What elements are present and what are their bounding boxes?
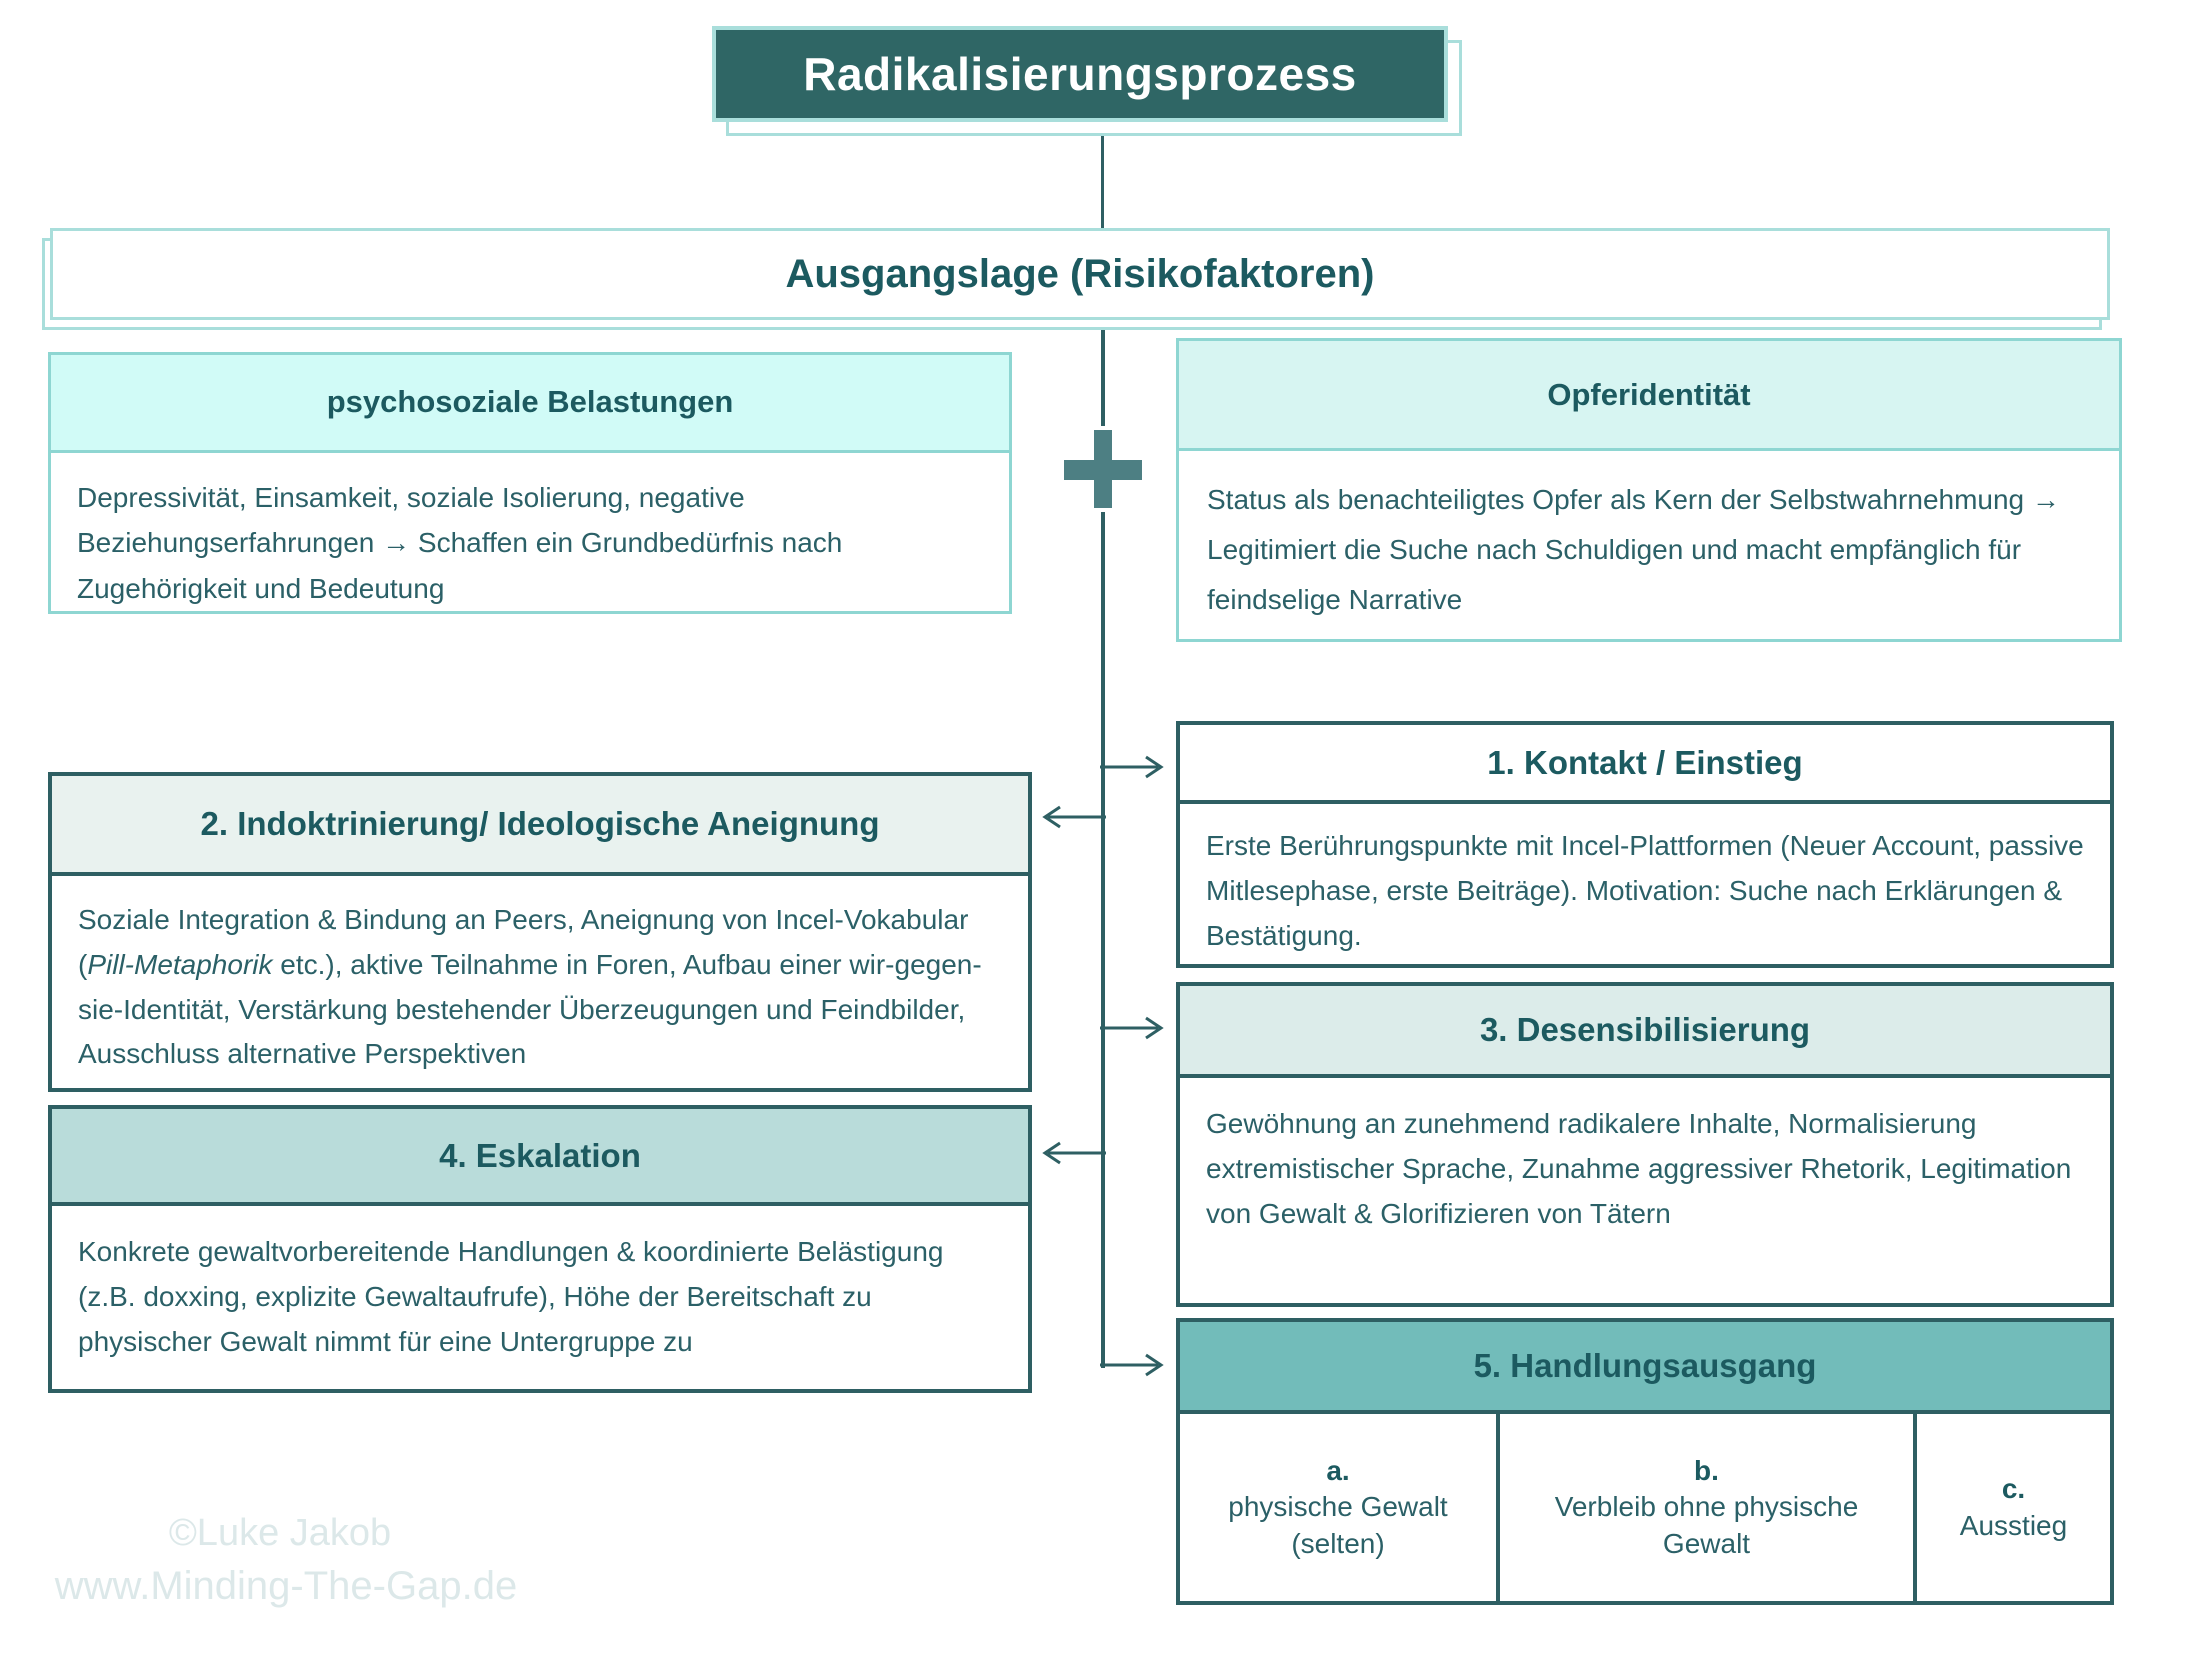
outcome-a-label: a.: [1326, 1454, 1350, 1486]
stage-box-eskalation: 4. Eskalation Konkrete gewaltvorbereiten…: [48, 1105, 1032, 1393]
ausgangslage-label: Ausgangslage (Risikofaktoren): [785, 251, 1375, 296]
risk-victim-identity-title: Opferidentität: [1179, 341, 2119, 451]
stage5-title: 5. Handlungsausgang: [1180, 1322, 2110, 1414]
arrow-left-stage2-icon: [1042, 805, 1106, 829]
stage1-title: 1. Kontakt / Einstieg: [1180, 725, 2110, 804]
risk-victim-identity-body: Status als benachteiligtes Opfer als Ker…: [1179, 451, 2119, 639]
stage2-body: Soziale Integration & Bindung an Peers, …: [52, 876, 1028, 1088]
stage3-body: Gewöhnung an zunehmend radikalere Inhalt…: [1180, 1078, 2110, 1303]
stage-box-kontakt-einstieg: 1. Kontakt / Einstieg Erste Berührungspu…: [1176, 721, 2114, 968]
outcome-cell-a: a. physische Gewalt (selten): [1180, 1414, 1496, 1601]
risk-box-psychosocial: psychosoziale Belastungen Depressivität,…: [48, 352, 1012, 614]
arrow-right-stage1-icon: [1100, 755, 1164, 779]
risk-box-victim-identity: Opferidentität Status als benachteiligte…: [1176, 338, 2122, 642]
watermark-url: www.Minding-The-Gap.de: [54, 1564, 518, 1608]
title-box: Radikalisierungsprozess: [712, 26, 1448, 122]
outcome-cell-b: b. Verbleib ohne physische Gewalt: [1496, 1414, 1913, 1601]
stage1-body: Erste Berührungspunkte mit Incel-Plattfo…: [1180, 804, 2110, 964]
stage-box-desensibilisierung: 3. Desensibilisierung Gewöhnung an zuneh…: [1176, 982, 2114, 1307]
outcome-b-label: b.: [1694, 1454, 1719, 1486]
stage5-outcomes-row: a. physische Gewalt (selten) b. Verbleib…: [1180, 1414, 2110, 1601]
outcome-c-label: c.: [2001, 1473, 2026, 1505]
stage2-title: 2. Indoktrinierung/ Ideologische Aneignu…: [52, 776, 1028, 876]
outcome-cell-c: c. Ausstieg: [1913, 1414, 2110, 1601]
outcome-c-text: Ausstieg: [1959, 1509, 2068, 1541]
arrow-right-stage3-icon: [1100, 1016, 1164, 1040]
risk-psychosocial-title: psychosoziale Belastungen: [51, 355, 1009, 453]
stage3-title: 3. Desensibilisierung: [1180, 986, 2110, 1078]
stage4-title: 4. Eskalation: [52, 1109, 1028, 1206]
page-title: Radikalisierungsprozess: [803, 48, 1357, 100]
outcome-a-text: physische Gewalt (selten): [1228, 1491, 1448, 1559]
stage-box-handlungsausgang: 5. Handlungsausgang a. physische Gewalt …: [1176, 1318, 2114, 1605]
stage2-body-italic: Pill-Metaphorik: [87, 948, 273, 980]
plus-icon: [1060, 426, 1146, 512]
stage4-body: Konkrete gewaltvorbereitende Handlungen …: [52, 1206, 1028, 1389]
arrow-right-stage5-icon: [1100, 1353, 1164, 1377]
stage2-body-pre: Soziale Integration & Bindung an Peers, …: [78, 904, 969, 980]
outcome-b-text: Verbleib ohne physische Gewalt: [1554, 1491, 1859, 1559]
risk-psychosocial-body: Depressivität, Einsamkeit, soziale Isoli…: [51, 452, 1009, 611]
stage2-body-post: etc.), aktive Teilnahme in Foren, Aufbau…: [78, 948, 982, 1070]
arrow-left-stage4-icon: [1042, 1141, 1106, 1165]
connector-main-spine: [1101, 324, 1105, 1368]
ausgangslage-box: Ausgangslage (Risikofaktoren): [50, 228, 2110, 320]
watermark-author: ©Luke Jakob: [168, 1512, 392, 1554]
stage-box-indoktrinierung: 2. Indoktrinierung/ Ideologische Aneignu…: [48, 772, 1032, 1092]
connector-title-to-ausgangslage: [1101, 122, 1104, 228]
